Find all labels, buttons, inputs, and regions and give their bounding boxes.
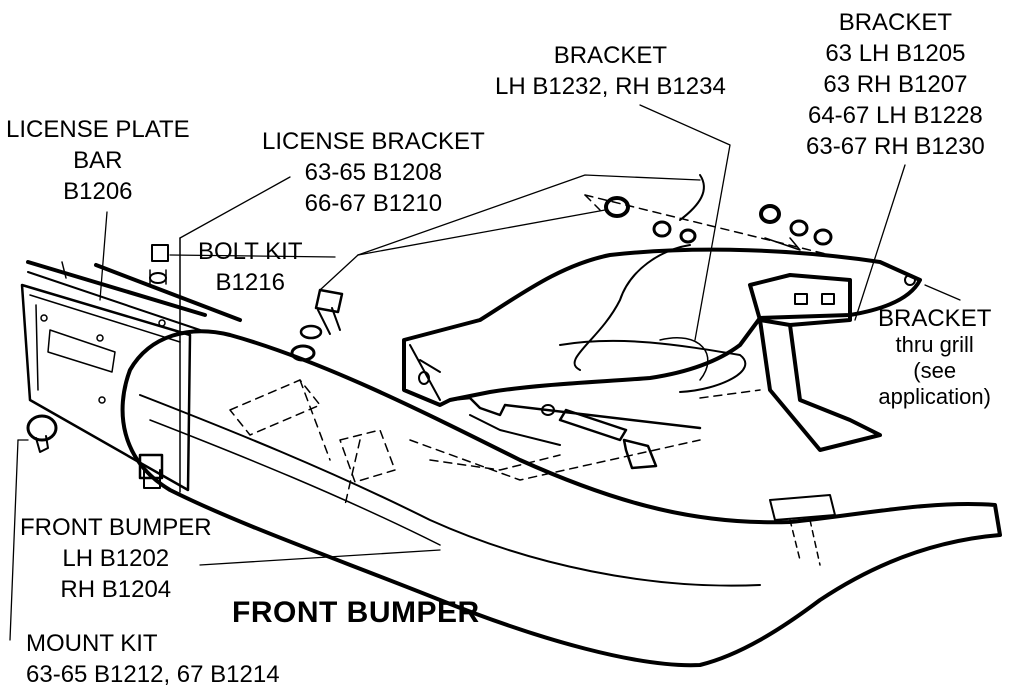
- bracket-center-parts: LH B1232, RH B1234: [495, 73, 726, 100]
- mount-kit-parts: 63-65 B1212, 67 B1214: [26, 661, 280, 688]
- leader-bolt-kit-3: [357, 174, 701, 256]
- bracket-right-part-4: 63-67 RH B1230: [806, 133, 985, 160]
- front-bumper-part-rh: RH B1204: [60, 576, 172, 603]
- center-bracket-shape: [402, 247, 922, 446]
- label-license-bracket: LICENSE BRACKET 63-65 B1208 66-67 B1210: [262, 126, 485, 219]
- license-plate-bar-line-2: BAR: [73, 147, 123, 174]
- bracket-thru-grill-line-4: application): [878, 384, 991, 409]
- mount-kit-title: MOUNT KIT: [26, 630, 158, 657]
- leader-bolt-kit: [319, 254, 359, 291]
- label-bracket-right: BRACKET 63 LH B1205 63 RH B1207 64-67 LH…: [806, 7, 985, 162]
- diagram-title: FRONT BUMPER: [232, 596, 480, 629]
- front-bumper-title: FRONT BUMPER: [20, 514, 212, 541]
- leader-mount-kit: [9, 439, 19, 641]
- hidden-lines: [229, 194, 831, 506]
- bracket-right-part-2: 63 RH B1207: [823, 71, 968, 98]
- bolt-kit-part: B1216: [215, 269, 285, 296]
- leader-license-bracket-2: [169, 254, 336, 258]
- bracket-thru-grill-line-3: (see: [913, 358, 957, 383]
- leader-license-bracket: [179, 176, 291, 239]
- license-bracket-shape: [20, 237, 192, 493]
- leader-bolt-kit-2: [357, 209, 606, 256]
- license-plate-bar-shape: [26, 260, 242, 331]
- label-front-bumper: FRONT BUMPER LH B1202 RH B1204: [20, 512, 212, 605]
- bracket-right-part-3: 64-67 LH B1228: [807, 102, 983, 129]
- bracket-thru-grill-title: BRACKET: [878, 305, 992, 332]
- right-bracket-shape: [748, 273, 916, 452]
- label-mount-kit: MOUNT KIT 63-65 B1212, 67 B1214: [26, 628, 280, 690]
- top-hardware-shape: [573, 174, 833, 371]
- bumper-body-shape: [120, 329, 1002, 668]
- leader-lines: [9, 104, 961, 641]
- bracket-right-title: BRACKET: [838, 9, 953, 36]
- leader-bracket-thru-grill: [924, 284, 961, 301]
- mount-kit-shape: [26, 414, 58, 453]
- bolt-kit-title: BOLT KIT: [198, 238, 303, 265]
- leader-bracket-right: [854, 164, 906, 321]
- license-bracket-part-1: 63-65 B1208: [304, 159, 443, 186]
- bracket-center-title: BRACKET: [553, 42, 668, 69]
- label-license-plate-bar: LICENSE PLATE BAR B1206: [6, 114, 190, 207]
- leader-bracket-center: [639, 104, 731, 341]
- label-bolt-kit: BOLT KIT B1216: [198, 236, 302, 298]
- bracket-thru-grill-line-2: thru grill: [895, 332, 974, 357]
- leader-license-plate-bar: [99, 211, 108, 301]
- license-bracket-part-2: 66-67 B1210: [304, 190, 443, 217]
- leader-front-bumper: [199, 549, 441, 566]
- license-plate-bar-part: B1206: [63, 178, 133, 205]
- label-bracket-center: BRACKET LH B1232, RH B1234: [495, 40, 726, 102]
- license-plate-bar-line-1: LICENSE PLATE: [6, 116, 190, 143]
- license-bracket-title: LICENSE BRACKET: [262, 128, 485, 155]
- center-bolt-shape: [541, 404, 658, 470]
- label-bracket-thru-grill: BRACKET thru grill (see application): [878, 306, 991, 410]
- front-bumper-part-lh: LH B1202: [62, 545, 170, 572]
- bracket-right-part-1: 63 LH B1205: [825, 40, 966, 67]
